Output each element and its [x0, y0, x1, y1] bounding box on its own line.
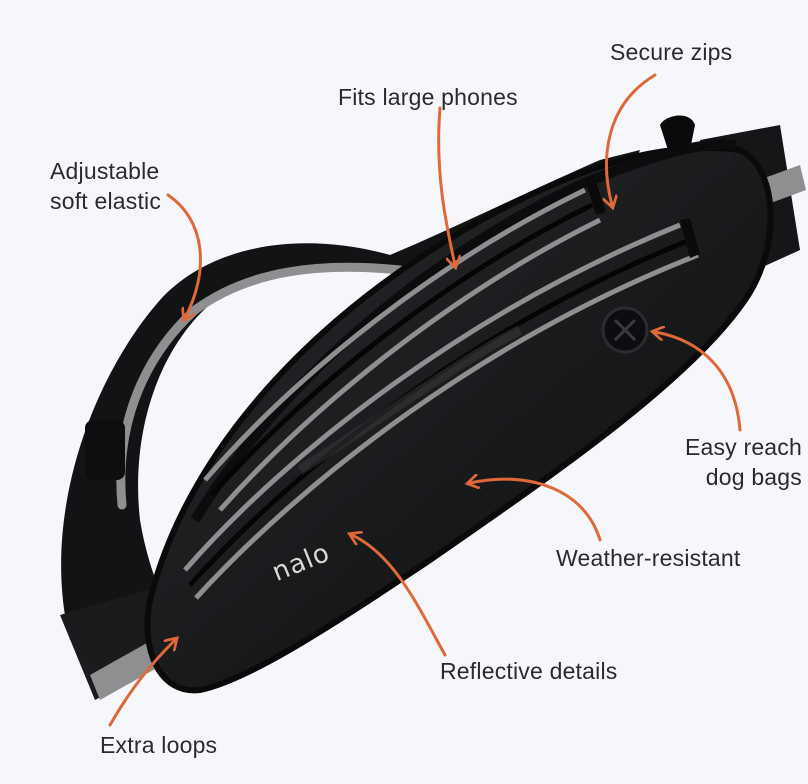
callout-easy-reach-line2: dog bags [705, 464, 802, 490]
buckle [85, 420, 125, 480]
callout-arrows [108, 73, 742, 727]
bag-body [144, 115, 774, 694]
callout-fits-large-phones: Fits large phones [338, 84, 518, 110]
arrow-adjustable-elastic [166, 193, 202, 318]
callout-adjustable-line1: Adjustable [50, 158, 160, 184]
zip1-reflective-stripe-b [218, 217, 602, 512]
callout-adjustable-line2: soft elastic [50, 188, 162, 214]
arrow-easy-reach [655, 332, 742, 432]
callout-extra-loops: Extra loops [100, 732, 218, 758]
callout-easy-reach-dog-bags: Easy reach dog bags [685, 432, 802, 492]
callout-weather-resistant: Weather-resistant [556, 545, 741, 571]
arrow-reflective-details [352, 535, 447, 657]
zip-puller-2 [680, 218, 700, 258]
arrow-weather-resistant [470, 479, 602, 542]
callout-reflective-details: Reflective details [440, 658, 618, 684]
arrow-fits-large-phones [437, 106, 455, 265]
callout-easy-reach-line1: Easy reach [684, 434, 802, 460]
zip-toggle [660, 115, 695, 150]
arrow-extra-loops [108, 640, 175, 727]
zip-puller-1 [585, 176, 606, 215]
zip1-teeth [210, 202, 594, 497]
zip1-reflective-stripe-a [203, 187, 587, 482]
zip2-reflective-stripe-a [183, 222, 681, 572]
zip2-reflective-stripe-b [194, 252, 699, 600]
callout-adjustable-soft-elastic: Adjustable soft elastic [50, 156, 161, 216]
callout-secure-zips: Secure zips [610, 39, 733, 65]
arrow-secure-zips [607, 73, 657, 205]
